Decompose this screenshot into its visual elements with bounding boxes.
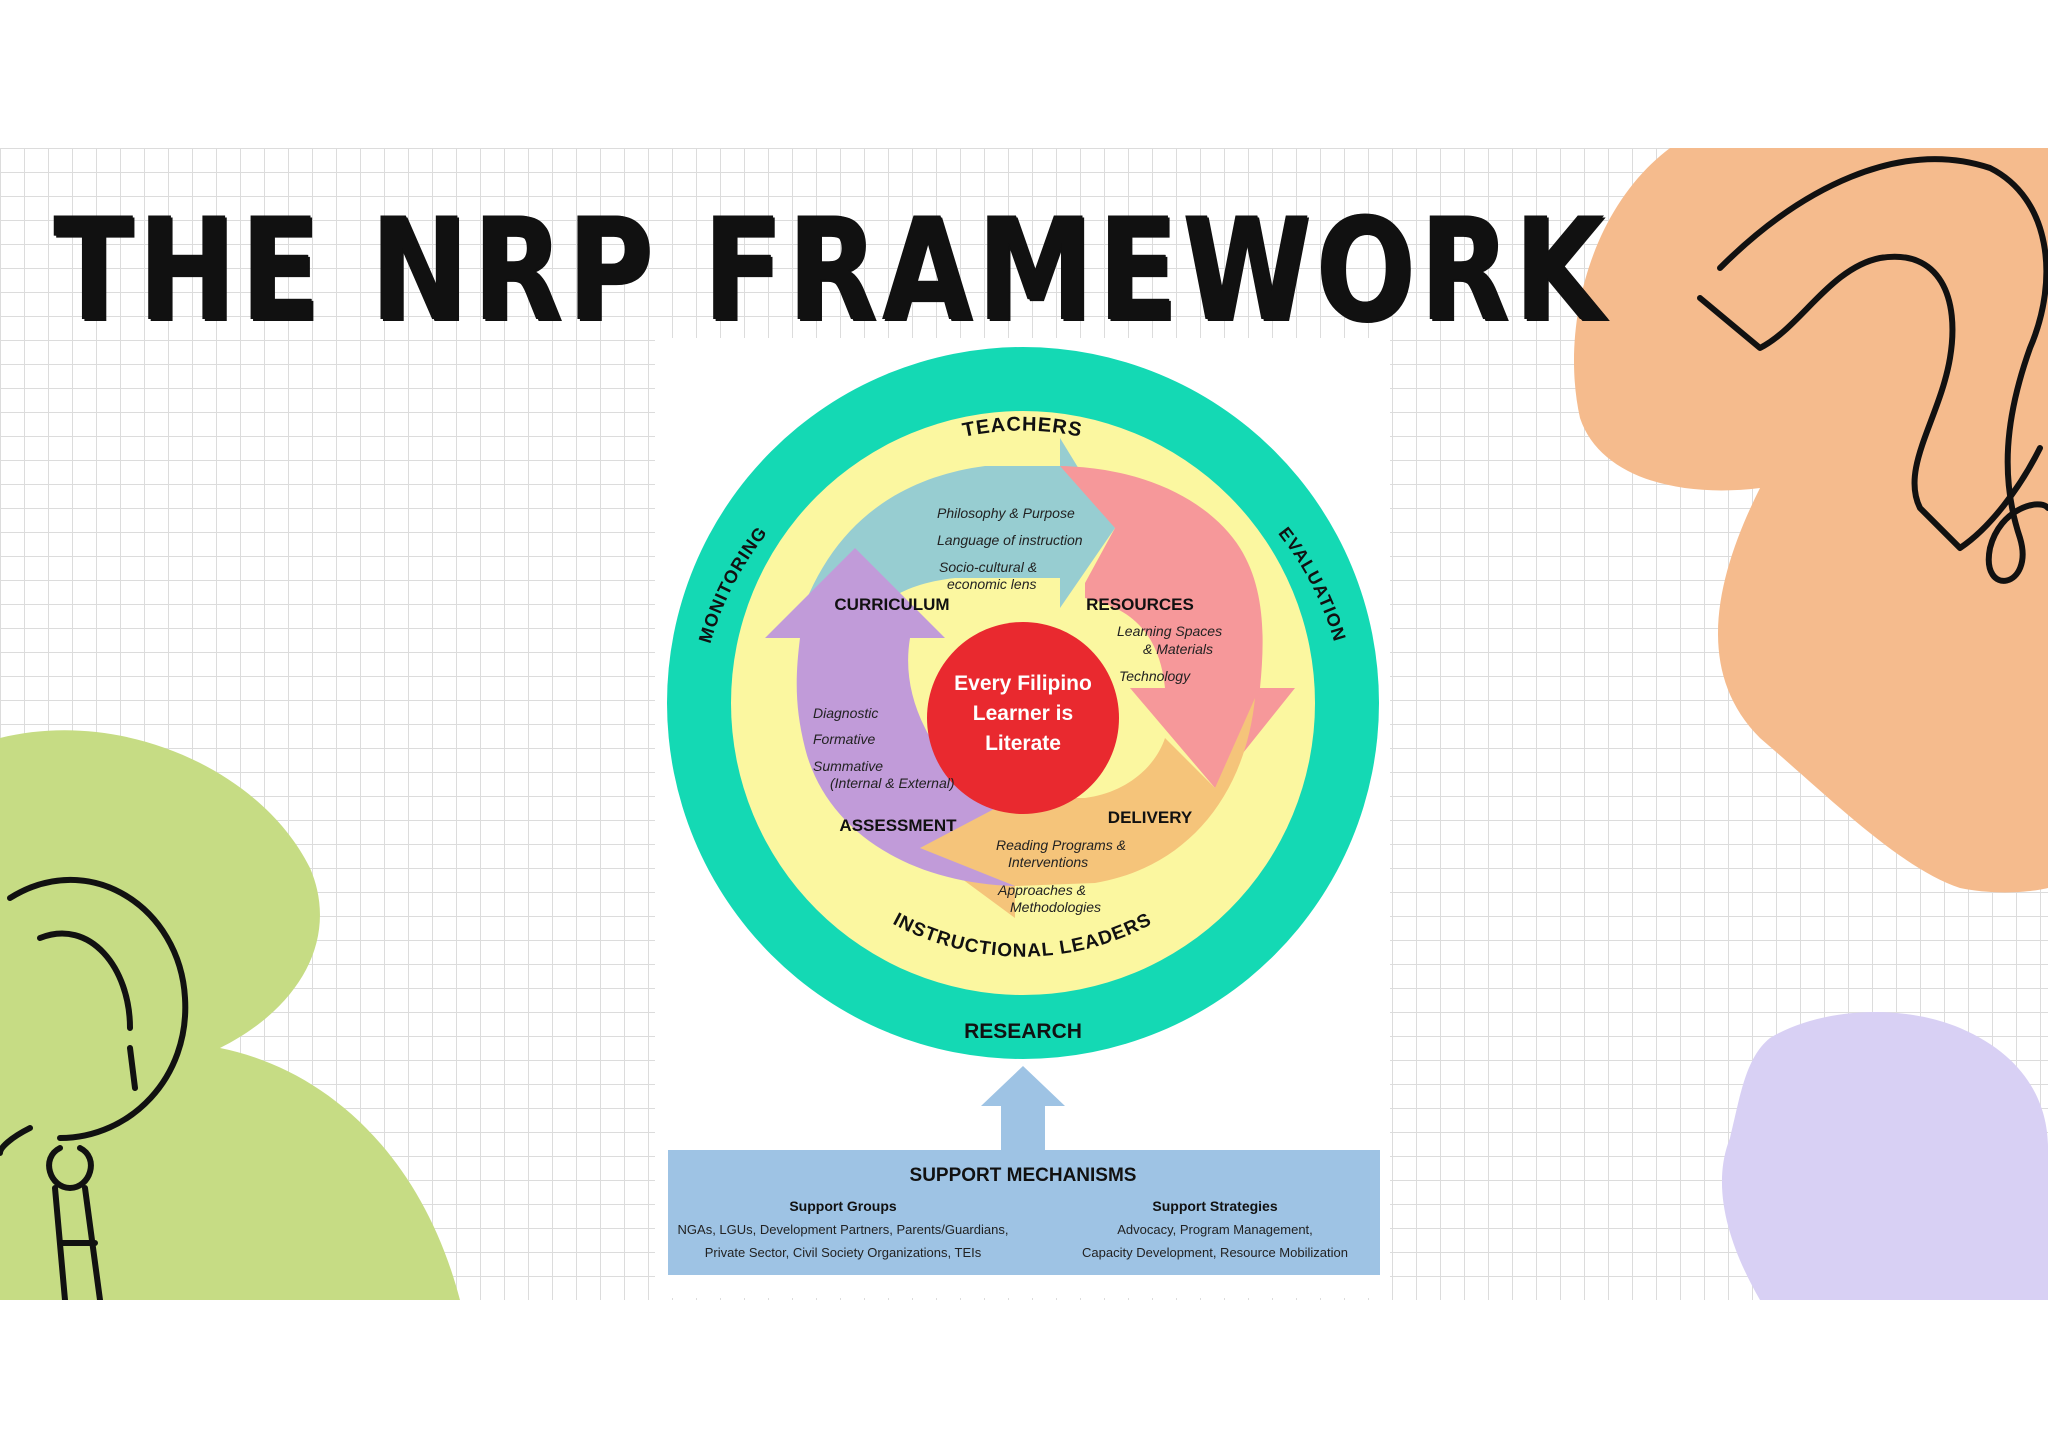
delivery-label: DELIVERY <box>1108 808 1193 827</box>
curriculum-item-3: Socio-cultural & <box>939 559 1037 575</box>
green-blob <box>0 730 460 1300</box>
delivery-item-1: Reading Programs & <box>996 837 1126 853</box>
slide-title: THE NRP FRAMEWORK <box>54 188 1610 353</box>
delivery-arrow <box>920 698 1255 918</box>
assessment-label: ASSESSMENT <box>839 816 957 835</box>
support-mechanisms-box <box>668 1150 1380 1275</box>
assessment-item-3: Summative <box>813 758 883 774</box>
support-strategies-heading: Support Strategies <box>1152 1198 1277 1214</box>
assessment-item-4: (Internal & External) <box>830 775 955 791</box>
center-line-3: Literate <box>985 732 1061 755</box>
resources-item-2: & Materials <box>1143 641 1213 657</box>
center-line-1: Every Filipino <box>954 672 1092 695</box>
curriculum-item-1: Philosophy & Purpose <box>937 505 1075 521</box>
delivery-item-2: Interventions <box>1008 854 1088 870</box>
support-groups-heading: Support Groups <box>789 1198 897 1214</box>
resources-arrow <box>1060 466 1295 788</box>
resources-item-1: Learning Spaces <box>1117 623 1222 639</box>
curriculum-item-4: economic lens <box>947 576 1037 592</box>
support-title: SUPPORT MECHANISMS <box>910 1165 1137 1186</box>
orange-blob <box>1574 148 2048 893</box>
assessment-item-1: Diagnostic <box>813 705 878 721</box>
center-circle <box>927 622 1119 814</box>
assessment-item-2: Formative <box>813 731 875 747</box>
resources-label: RESOURCES <box>1086 595 1194 614</box>
decoration-layer <box>0 148 2048 1300</box>
center-line-2: Learner is <box>973 702 1073 725</box>
green-squiggle <box>0 877 189 1300</box>
delivery-item-4: Methodologies <box>1010 899 1101 915</box>
delivery-item-3: Approaches & <box>997 882 1086 898</box>
curriculum-label: CURRICULUM <box>834 595 949 614</box>
support-strategies-line-1: Advocacy, Program Management, <box>1117 1222 1313 1237</box>
support-groups-line-2: Private Sector, Civil Society Organizati… <box>705 1245 982 1260</box>
slide: THE NRP FRAMEWORK Every Filipino Learner… <box>0 148 2048 1300</box>
resources-item-3: Technology <box>1119 668 1191 684</box>
nrp-framework-figure: Every Filipino Learner is Literate TEACH… <box>655 338 1390 1298</box>
curriculum-item-2: Language of instruction <box>937 532 1083 548</box>
support-groups-line-1: NGAs, LGUs, Development Partners, Parent… <box>678 1222 1009 1237</box>
support-strategies-line-2: Capacity Development, Resource Mobilizat… <box>1082 1245 1348 1260</box>
purple-blob <box>1721 1011 2048 1300</box>
support-up-arrow <box>981 1066 1065 1150</box>
orange-squiggle <box>1697 156 2048 584</box>
research-label: RESEARCH <box>964 1020 1082 1043</box>
assessment-arrow <box>765 548 1015 886</box>
